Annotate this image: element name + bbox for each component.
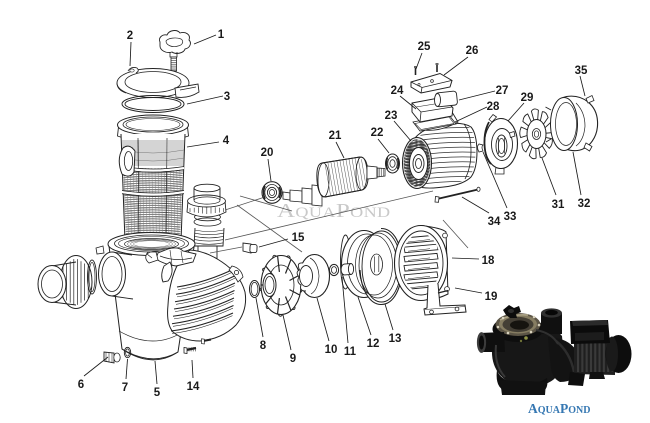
svg-text:25: 25 <box>418 41 431 53</box>
svg-text:3: 3 <box>224 91 230 103</box>
svg-text:19: 19 <box>485 291 498 303</box>
svg-text:20: 20 <box>261 147 274 159</box>
svg-text:28: 28 <box>487 101 500 113</box>
svg-text:15: 15 <box>292 232 305 244</box>
svg-text:29: 29 <box>521 92 534 104</box>
svg-text:13: 13 <box>389 333 402 345</box>
svg-text:24: 24 <box>391 85 404 97</box>
svg-text:8: 8 <box>260 340 267 352</box>
svg-text:26: 26 <box>466 45 479 57</box>
svg-text:23: 23 <box>385 110 398 122</box>
svg-text:4: 4 <box>223 135 230 147</box>
svg-text:11: 11 <box>344 346 357 358</box>
svg-text:AQUAPOND: AQUAPOND <box>528 401 590 416</box>
svg-text:33: 33 <box>504 211 517 223</box>
svg-text:14: 14 <box>187 381 200 393</box>
svg-text:18: 18 <box>482 255 495 267</box>
svg-text:21: 21 <box>329 130 342 142</box>
svg-text:22: 22 <box>371 127 384 139</box>
svg-text:12: 12 <box>367 338 380 350</box>
svg-text:7: 7 <box>122 382 128 394</box>
svg-text:9: 9 <box>290 353 296 365</box>
svg-text:1: 1 <box>218 29 225 41</box>
svg-text:34: 34 <box>488 216 501 228</box>
svg-text:2: 2 <box>127 30 133 42</box>
svg-text:5: 5 <box>154 387 161 399</box>
svg-text:6: 6 <box>78 379 84 391</box>
svg-text:27: 27 <box>496 85 509 97</box>
svg-text:32: 32 <box>578 198 591 210</box>
svg-text:10: 10 <box>325 344 338 356</box>
svg-text:31: 31 <box>552 199 565 211</box>
svg-text:35: 35 <box>575 65 588 77</box>
